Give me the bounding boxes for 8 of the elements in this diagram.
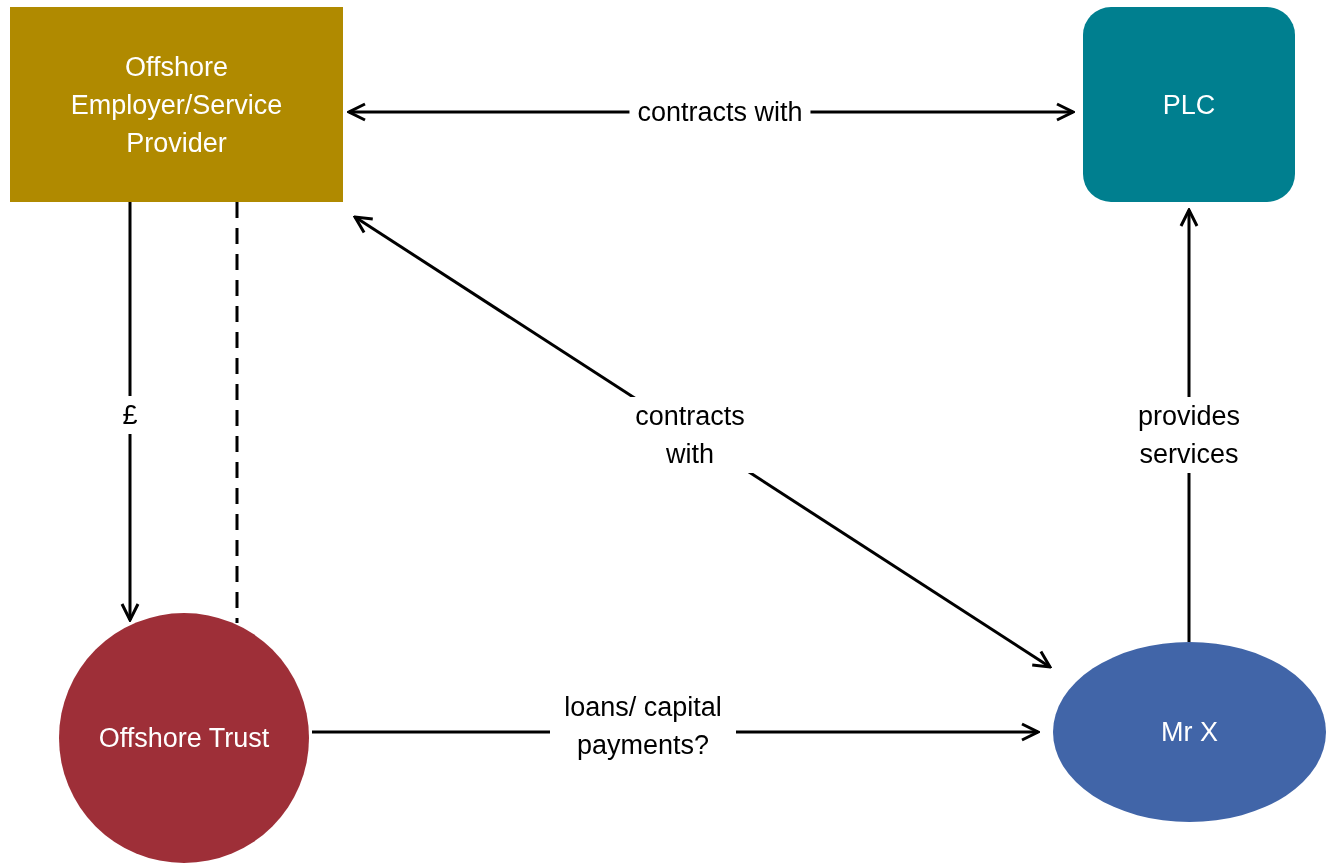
node-label: PLC (1161, 88, 1217, 122)
node-label: Offshore Trust (97, 722, 271, 755)
connector-line (235, 202, 239, 623)
node-label: Mr X (1160, 716, 1219, 749)
process-box (1083, 7, 1295, 202)
node-label: Offshore Employer/Service Provider (69, 50, 284, 160)
arrow (120, 202, 140, 622)
process-box (10, 7, 343, 202)
